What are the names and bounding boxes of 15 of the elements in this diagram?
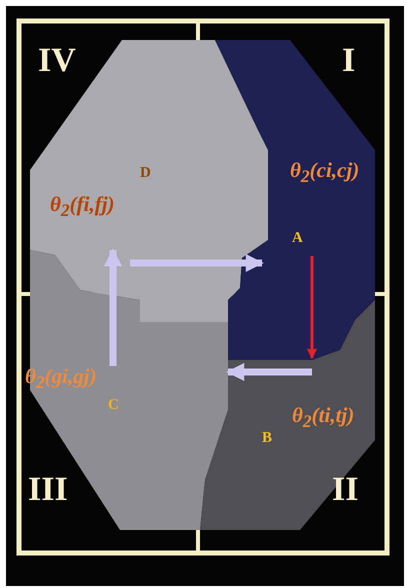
- quadrant-numeral: I: [342, 44, 356, 78]
- angle-formula: θ$_{2}$(ci,cj): [290, 158, 360, 188]
- arrow: [307, 256, 317, 359]
- arrow: [104, 248, 122, 366]
- point-label: D: [140, 165, 151, 182]
- quadrant-numeral: III: [28, 473, 68, 507]
- quadrant-numeral: IV: [38, 44, 76, 78]
- angle-formula: θ$_{2}$(ti,tj): [292, 403, 354, 432]
- arrow: [130, 254, 264, 272]
- quadrant-numeral: II: [332, 473, 358, 507]
- point-label: C: [108, 397, 119, 414]
- point-label: B: [262, 430, 272, 447]
- arrow: [226, 363, 312, 381]
- point-label: A: [292, 230, 303, 247]
- angle-formula: θ$_{2}$(fi,fj): [50, 192, 115, 222]
